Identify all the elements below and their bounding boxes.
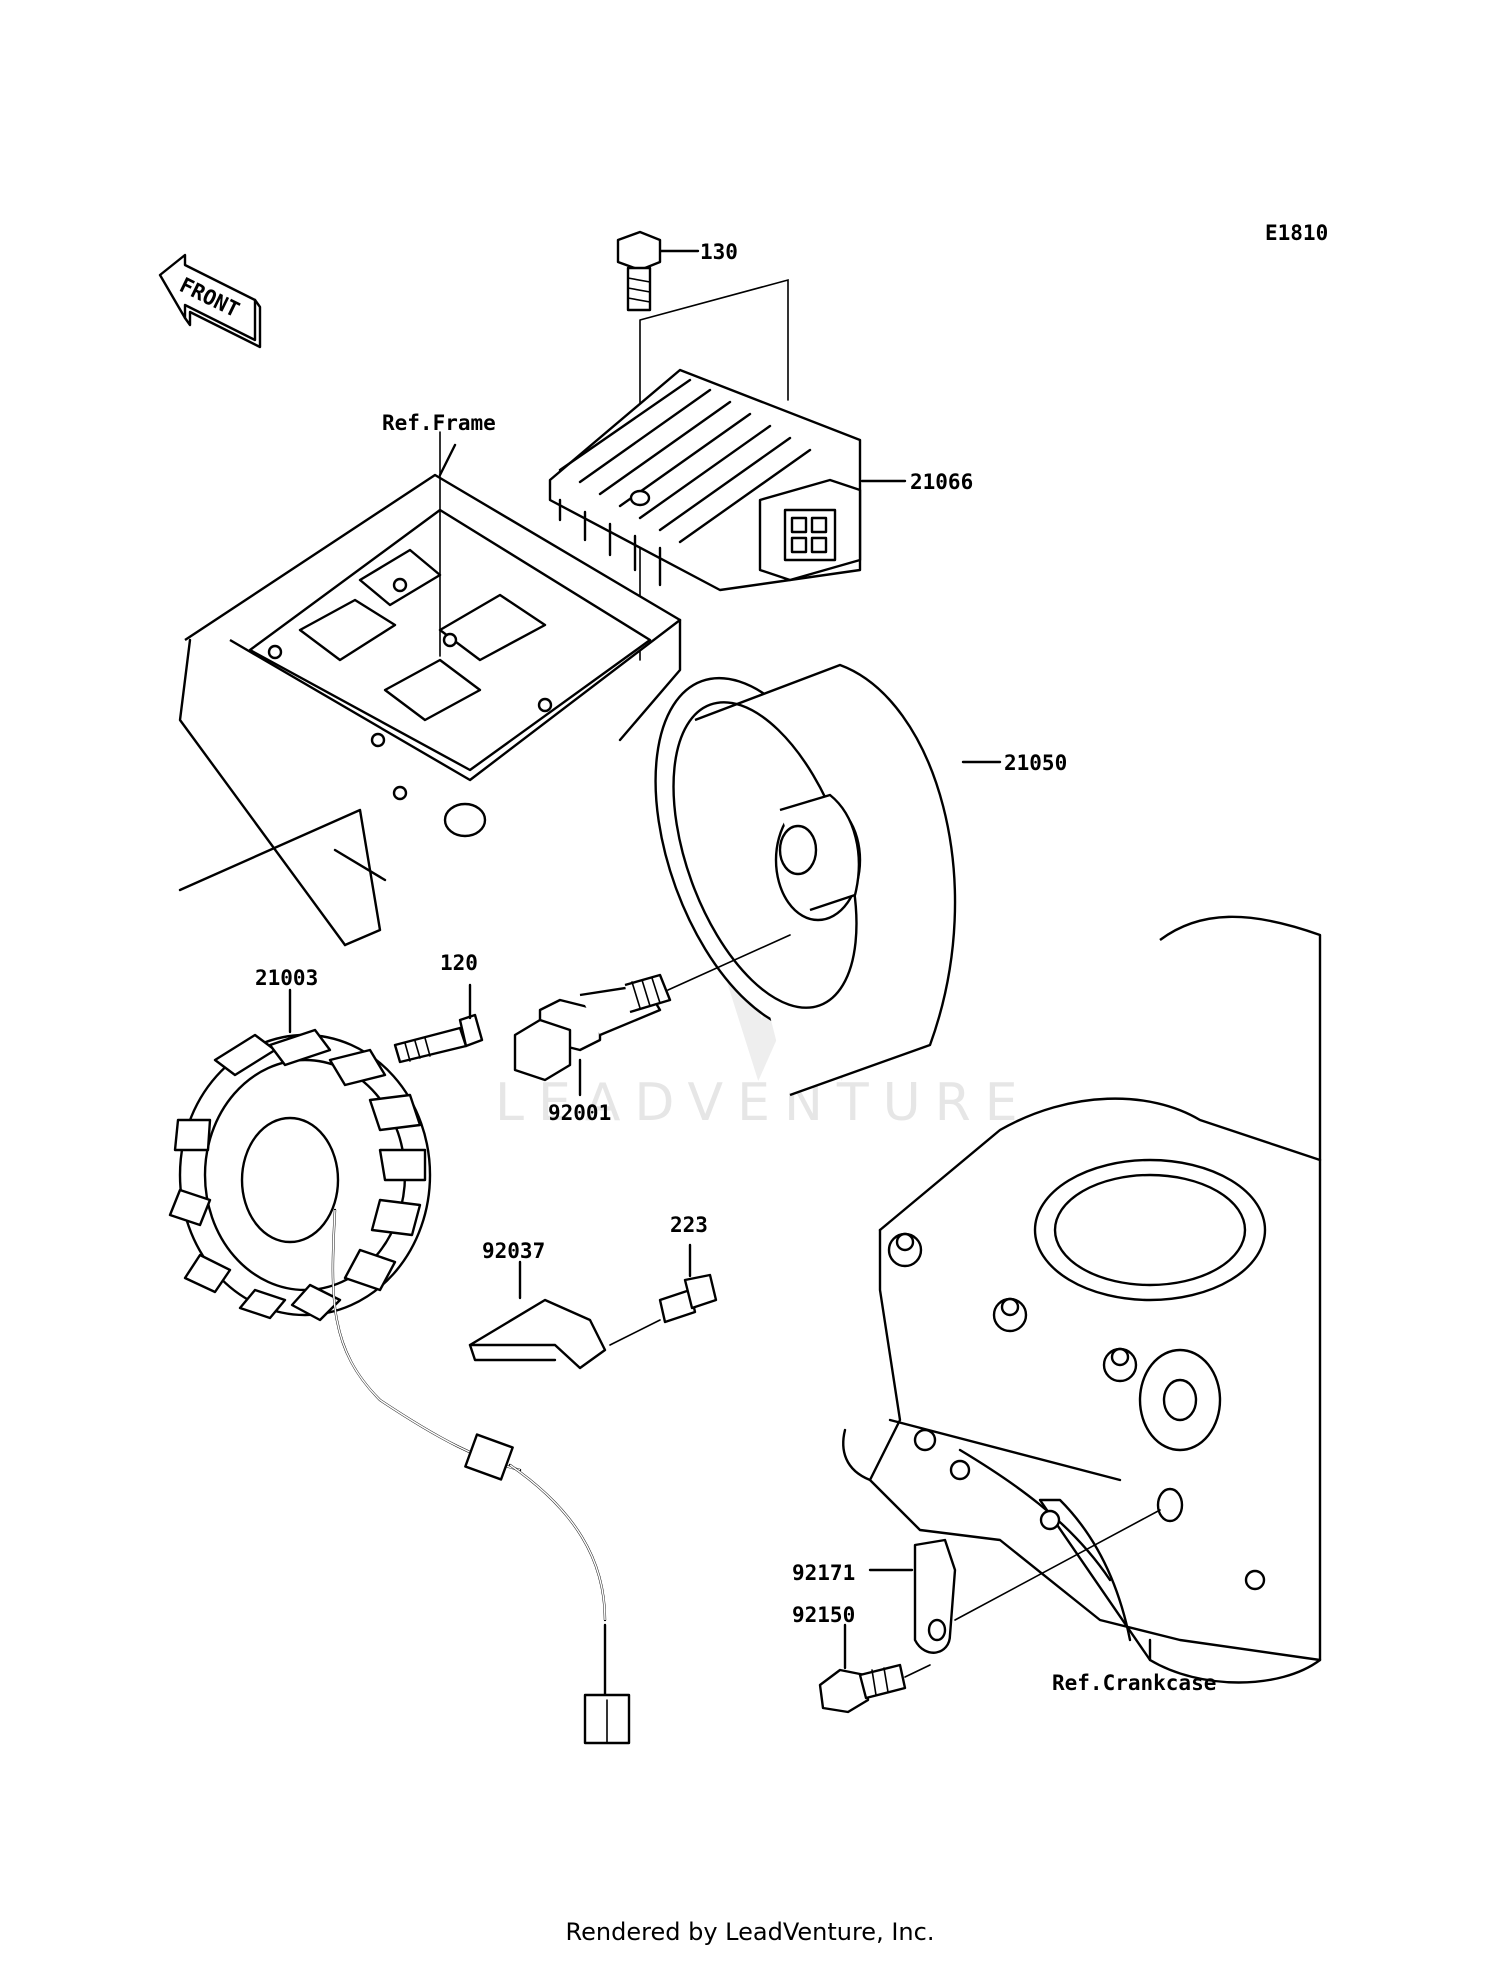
footer-credit: Rendered by LeadVenture, Inc. <box>565 1918 935 1946</box>
callout-120: 120 <box>440 951 478 975</box>
ref-frame-label: Ref.Frame <box>382 411 496 435</box>
front-arrow-icon: FRONT <box>158 253 262 349</box>
ref-crankcase-label: Ref.Crankcase <box>1052 1671 1216 1695</box>
watermark-text: LEADVENTURE <box>495 1073 1032 1133</box>
callout-92001: 92001 <box>548 1101 611 1125</box>
callout-21066: 21066 <box>910 470 973 494</box>
callout-21050: 21050 <box>1004 751 1067 775</box>
wire-guide-plate-92037-icon <box>468 1260 661 1370</box>
flywheel-rotor-icon <box>654 663 1002 1097</box>
callout-130: 130 <box>700 240 738 264</box>
frame-reference-icon <box>178 431 682 947</box>
diagram-code: E1810 <box>1265 221 1328 245</box>
callout-92037: 92037 <box>482 1239 545 1263</box>
callout-92150: 92150 <box>792 1603 855 1627</box>
stator-bolt-120-icon <box>393 983 484 1064</box>
callout-92171: 92171 <box>792 1561 855 1585</box>
regulator-rectifier-icon <box>548 368 907 592</box>
screw-223-icon <box>658 1243 718 1324</box>
clamp-92171-icon <box>868 1509 1161 1654</box>
bolt-130-icon <box>616 230 700 312</box>
stator-coil-icon <box>168 988 631 1745</box>
callout-21003: 21003 <box>255 966 318 990</box>
flywheel-bolt-92001-icon <box>513 934 791 1097</box>
callout-223: 223 <box>670 1213 708 1237</box>
bolt-92150-icon <box>818 1623 931 1714</box>
crankcase-reference-icon <box>842 915 1322 1684</box>
